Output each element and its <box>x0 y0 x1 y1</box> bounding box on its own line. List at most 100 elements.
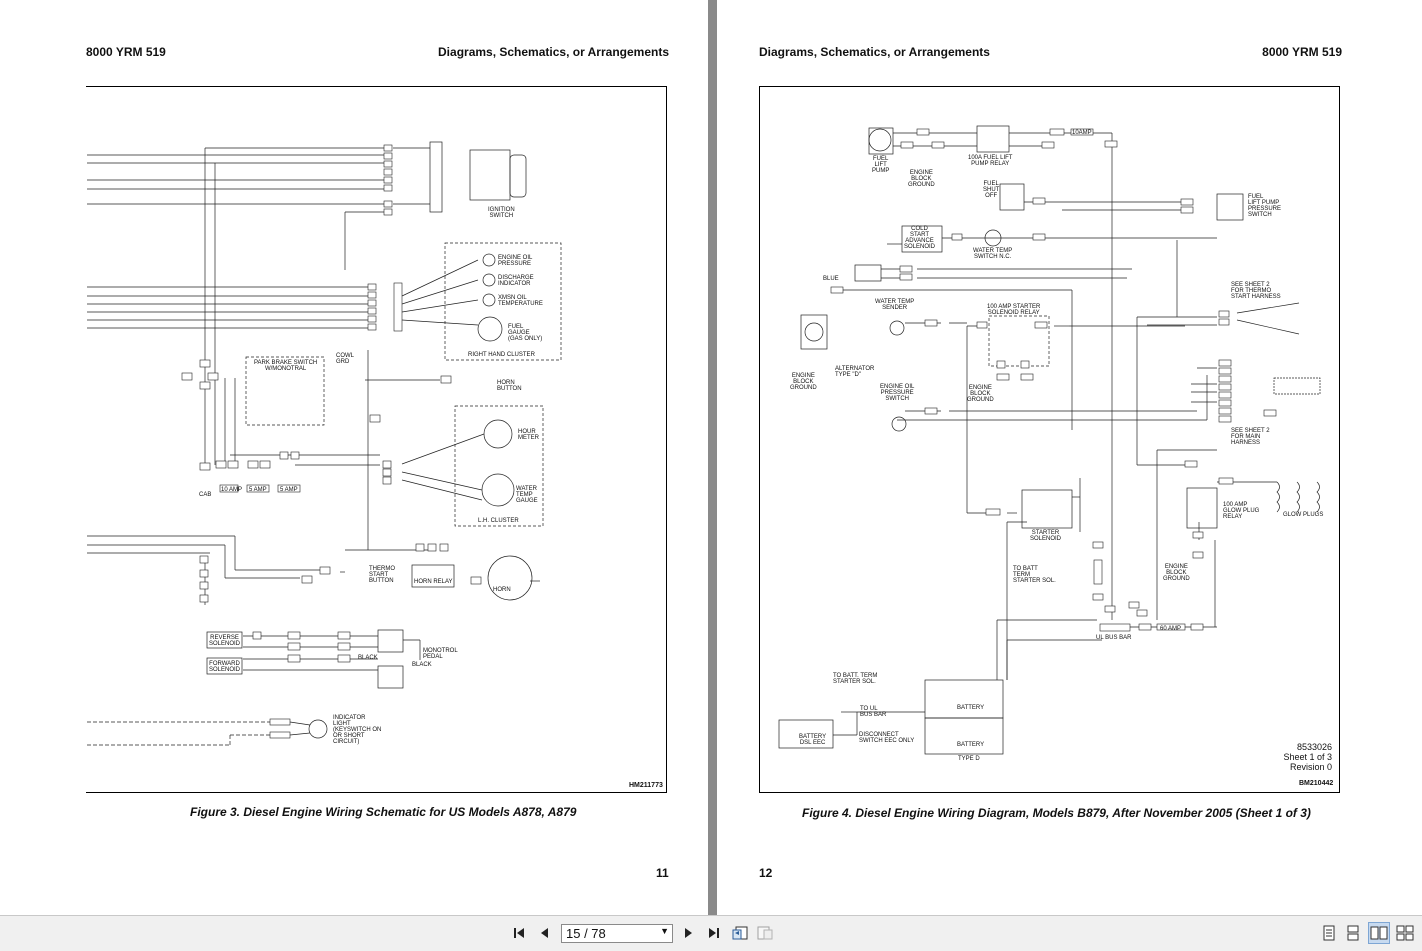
label-indicator-light: INDICATOR LIGHT (KEYSWITCH ON OR SHORT C… <box>333 715 382 745</box>
figure-caption: Figure 3. Diesel Engine Wiring Schematic… <box>190 805 577 819</box>
page-number-value: 15 / 78 <box>566 926 606 941</box>
page-header-section: Diagrams, Schematics, or Arrangements <box>438 45 669 59</box>
label-starter-solenoid: STARTER SOLENOID <box>1030 530 1062 542</box>
label-black-1: BLACK <box>358 655 378 661</box>
label-see-sheet-thermo: SEE SHEET 2 FOR THERMO START HARNESS <box>1231 282 1281 300</box>
label-glow-plugs: GLOW PLUGS <box>1283 512 1324 518</box>
previous-page-icon <box>541 928 548 938</box>
label-ul-bus-bar: UL BUS BAR <box>1096 635 1132 641</box>
label-battery-1: BATTERY <box>957 705 985 711</box>
label-to-batt-term: TO BATT TERM STARTER SOL. <box>1013 566 1056 584</box>
drawing-code: HM211773 <box>629 782 663 789</box>
label-monotrol-pedal: MONOTROL PEDAL <box>423 648 458 660</box>
label-thermo-start: THERMO START BUTTON <box>369 566 395 584</box>
label-cowl-grd: COWL GRD <box>336 353 354 365</box>
label-ignition-switch: IGNITION SWITCH <box>488 207 515 219</box>
last-page-icon <box>709 928 719 938</box>
drawing-revision-block: 8533026 Sheet 1 of 3 Revision 0 <box>1283 742 1332 772</box>
label-engine-oil-pressure: ENGINE OIL PRESSURE <box>498 255 533 267</box>
revision: Revision 0 <box>1289 762 1332 772</box>
label-5-amp-b: 5 AMP <box>280 487 298 493</box>
label-cold-start: COLD START ADVANCE SOLENOID <box>904 226 936 250</box>
label-water-temp-sender: WATER TEMP SENDER <box>875 299 915 311</box>
label-hour-meter: HOUR METER <box>518 429 539 441</box>
first-page-icon <box>514 928 524 938</box>
label-fuel-lift-relay: 100A FUEL LIFT PUMP RELAY <box>968 155 1013 167</box>
label-water-temp-gauge: WATER TEMP GAUGE <box>516 486 538 504</box>
label-engine-block-ground-1: ENGINE BLOCK GROUND <box>908 170 935 188</box>
next-page-icon <box>685 928 692 938</box>
page-header-doc-id: 8000 YRM 519 <box>1262 45 1342 59</box>
label-lh-cluster: L.H. CLUSTER <box>478 518 519 524</box>
label-battery-2: BATTERY <box>957 742 985 748</box>
label-glow-relay: 100 AMP GLOW PLUG RELAY <box>1223 502 1260 520</box>
label-blue: BLUE <box>823 276 839 282</box>
single-page-icon <box>1323 925 1335 941</box>
label-reverse-solenoid: REVERSE SOLENOID <box>209 635 241 647</box>
label-starter-relay: 100 AMP STARTER SOLENOID RELAY <box>987 304 1041 316</box>
label-disconnect: DISCONNECT SWITCH EEC ONLY <box>859 732 915 744</box>
label-fuel-gauge: FUEL GAUGE (GAS ONLY) <box>508 324 543 342</box>
page-number: 12 <box>759 866 773 880</box>
label-5-amp-a: 5 AMP <box>249 487 267 493</box>
facing-view-button[interactable] <box>1368 922 1390 944</box>
drawing-code: BM210442 <box>1299 780 1334 787</box>
label-fuel-shut-off: FUEL SHUT OFF <box>983 181 1000 199</box>
next-view-icon <box>757 926 773 940</box>
label-60-amp: 60 AMP <box>1160 626 1182 632</box>
single-page-view-button[interactable] <box>1318 922 1340 944</box>
label-type-d: TYPE D <box>958 756 980 762</box>
figure-caption: Figure 4. Diesel Engine Wiring Diagram, … <box>802 806 1311 820</box>
label-xmsn-oil-temp: XMSN OIL TEMPERATURE <box>498 295 543 307</box>
label-black-2: BLACK <box>412 662 432 668</box>
label-engine-block-ground-2: ENGINE BLOCK GROUND <box>790 373 817 391</box>
label-see-sheet-main: SEE SHEET 2 FOR MAIN HARNESS <box>1231 428 1270 446</box>
label-alternator: ALTERNATOR TYPE "D" <box>835 366 875 378</box>
wiring-schematic-left <box>87 141 562 746</box>
label-forward-solenoid: FORWARD SOLENOID <box>209 661 241 673</box>
facing-pages-icon <box>1370 926 1388 940</box>
label-10-amp: 10 AMP <box>221 487 243 493</box>
page-header-doc-id: 8000 YRM 519 <box>86 45 166 59</box>
page-12: Diagrams, Schematics, or Arrangements 80… <box>717 0 1422 915</box>
label-water-temp-switch: WATER TEMP SWITCH N.C. <box>973 248 1013 260</box>
label-discharge-indicator: DISCHARGE INDICATOR <box>498 275 534 287</box>
page-number-field[interactable]: 15 / 78 ▼ <box>561 924 673 943</box>
previous-page-button[interactable] <box>534 922 556 944</box>
continuous-page-icon <box>1347 925 1359 941</box>
doc-id: 8533026 <box>1296 742 1332 752</box>
last-page-button[interactable] <box>702 922 724 944</box>
label-fuel-lift-pump: FUEL LIFT PUMP <box>872 156 890 174</box>
navigation-toolbar: 15 / 78 ▼ <box>0 915 1422 951</box>
document-viewport[interactable]: 8000 YRM 519 Diagrams, Schematics, or Ar… <box>0 0 1422 915</box>
label-fuel-pressure-switch: FUEL LIFT PUMP PRESSURE SWITCH <box>1248 194 1282 218</box>
next-page-button[interactable] <box>677 922 699 944</box>
previous-view-icon <box>732 926 748 940</box>
continuous-view-button[interactable] <box>1342 922 1364 944</box>
page-11: 8000 YRM 519 Diagrams, Schematics, or Ar… <box>0 0 708 915</box>
label-10amp: 10AMP <box>1072 130 1092 136</box>
label-battery-dsl: BATTERY DSL EEC <box>799 734 827 746</box>
label-engine-block-ground-3: ENGINE BLOCK GROUND <box>967 385 994 403</box>
page-header-section: Diagrams, Schematics, or Arrangements <box>759 45 990 59</box>
continuous-facing-icon <box>1396 925 1414 941</box>
next-view-button[interactable] <box>754 922 776 944</box>
label-horn-relay: HORN RELAY <box>414 579 453 585</box>
page-number: 11 <box>656 866 669 880</box>
label-horn-button: HORN BUTTON <box>497 380 522 392</box>
schematic-frame <box>86 86 667 793</box>
label-cab: CAB <box>199 492 212 498</box>
sheet-number: Sheet 1 of 3 <box>1283 752 1332 762</box>
diagram-frame <box>759 86 1340 793</box>
wiring-diagram-right <box>778 125 1321 755</box>
label-to-ul-bus: TO UL BUS BAR <box>860 706 887 718</box>
label-engine-oil-switch: ENGINE OIL PRESSURE SWITCH <box>880 384 915 402</box>
label-horn: HORN <box>493 587 511 593</box>
label-park-brake: PARK BRAKE SWITCH W/MONOTRAL <box>254 360 318 372</box>
chevron-down-icon[interactable]: ▼ <box>660 926 669 936</box>
continuous-facing-view-button[interactable] <box>1394 922 1416 944</box>
label-engine-block-ground-4: ENGINE BLOCK GROUND <box>1163 564 1190 582</box>
label-right-hand-cluster: RIGHT HAND CLUSTER <box>468 352 535 358</box>
first-page-button[interactable] <box>509 922 531 944</box>
previous-view-button[interactable] <box>729 922 751 944</box>
